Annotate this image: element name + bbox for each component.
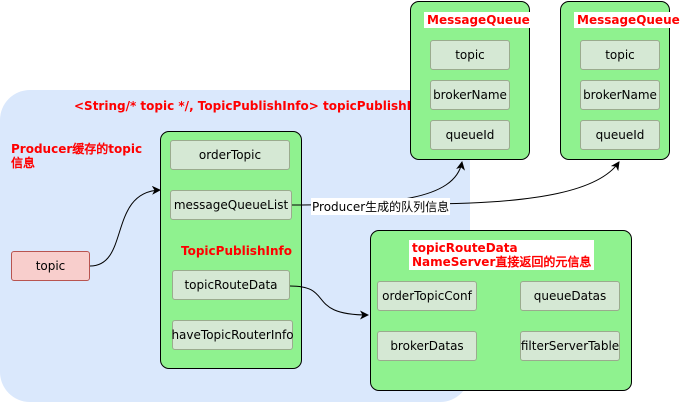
topic-publish-info-title: TopicPublishInfo [181,244,292,258]
edge-route-data-to-panel [289,285,369,320]
mq2-field-broker-name[interactable]: brokerName [580,80,660,110]
edge-topic-to-publish-info [89,185,161,267]
producer-cache-label: Producer缓存的topic 信息 [11,142,142,170]
edge-label-producer-queue: Producer生成的队列信息 [311,198,451,215]
field-have-topic-router-info[interactable]: haveTopicRouterInfo [171,320,294,350]
field-message-queue-list[interactable]: messageQueueList [170,190,292,220]
edge-message-queue-list-to-mq2 [419,161,620,205]
topic-route-data-title-line-2: NameServer直接返回的元信息 [412,255,592,269]
table-title: <String/* topic */, TopicPublishInfo> to… [74,99,469,113]
mq2-field-topic[interactable]: topic [580,40,660,70]
producer-cache-label-line-2: 信息 [11,156,36,170]
mq2-field-queue-id[interactable]: queueId [580,120,660,150]
field-topic-route-data[interactable]: topicRouteData [172,270,290,300]
field-queue-datas[interactable]: queueDatas [520,281,620,311]
mq1-field-queue-id[interactable]: queueId [430,120,510,150]
message-queue-2-title: MessageQueue [574,12,682,28]
mq1-field-broker-name[interactable]: brokerName [430,80,510,110]
topic-route-data-title: topicRouteData NameServer直接返回的元信息 [409,240,595,270]
mq1-field-topic[interactable]: topic [430,40,510,70]
message-queue-1-title: MessageQueue [424,12,533,28]
field-filter-server-table[interactable]: filterServerTable [520,331,620,361]
field-broker-datas[interactable]: brokerDatas [377,331,477,361]
field-order-topic[interactable]: orderTopic [170,140,290,170]
topic-route-data-title-line-1: topicRouteData [412,241,518,255]
producer-cache-label-line-1: Producer缓存的topic [11,142,143,156]
topic-node[interactable]: topic [11,251,90,281]
field-order-topic-conf[interactable]: orderTopicConf [377,281,477,311]
